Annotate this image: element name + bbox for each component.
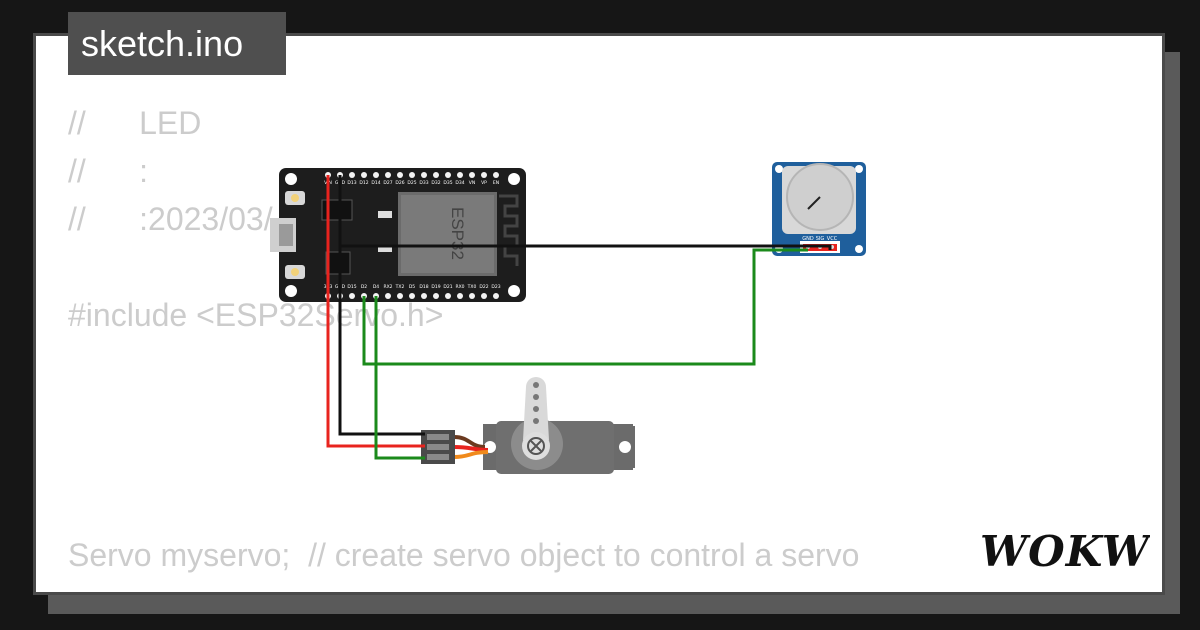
wire-black-servo [338,175,425,436]
servo-motor[interactable] [421,377,635,474]
bottom-pin[interactable] [421,293,427,299]
bottom-pin[interactable] [397,293,403,299]
bottom-pin[interactable] [409,293,415,299]
bottom-pin-label: D23 [491,284,500,290]
bottom-pin-label: TX0 [467,284,477,290]
bottom-pin[interactable] [493,293,499,299]
top-pin-label: D32 [431,180,440,186]
top-pin-label: EN [493,180,499,186]
top-pin[interactable] [481,172,487,178]
pot-pin-vcc: VCC [827,236,838,242]
top-pin[interactable] [349,172,355,178]
bottom-pin[interactable] [433,293,439,299]
bottom-pin-label: D15 [347,284,356,290]
bottom-pin-label: D19 [431,284,440,290]
bottom-pin-label: D18 [419,284,428,290]
code-line-2: // : [68,153,149,189]
wire-red [326,175,425,448]
bottom-pin[interactable] [445,293,451,299]
code-line-5: Servo myservo; // create servo object to… [68,537,860,573]
top-pin[interactable] [457,172,463,178]
bottom-pin[interactable] [349,293,355,299]
top-pin-label: D12 [359,180,368,186]
bottom-pin-label: RX2 [383,284,392,290]
bottom-pin[interactable] [469,293,475,299]
code-line-3: // :2023/03/ [68,201,273,237]
top-pin[interactable] [493,172,499,178]
bottom-pin-label: D21 [443,284,452,290]
bottom-pin-label: TX2 [395,284,405,290]
wire-black-pot [340,244,832,250]
top-pin[interactable] [397,172,403,178]
wokwi-logo: WOKWi [980,527,1150,576]
bottom-pin-label: D5 [409,284,415,290]
wire-green-pot [362,248,808,366]
pot-pin-sig: SIG [816,236,825,242]
bottom-pin[interactable] [481,293,487,299]
top-pin-label: D33 [419,180,428,186]
wires [326,175,832,460]
top-pin[interactable] [385,172,391,178]
top-pin-label: D27 [383,180,392,186]
top-pin-label: VP [481,180,487,186]
top-pin-label: D25 [407,180,416,186]
pot-pin-gnd: GND [802,236,814,242]
preview-card [33,33,1165,595]
bottom-pin[interactable] [457,293,463,299]
bottom-pin-label: RX0 [455,284,464,290]
potentiometer[interactable]: GND SIG VCC [772,162,866,256]
top-pin[interactable] [445,172,451,178]
top-pin[interactable] [361,172,367,178]
esp32-chip-label: ESP32 [448,207,467,260]
top-pin-label: D14 [371,180,380,186]
top-pin[interactable] [373,172,379,178]
top-pin-label: D26 [395,180,404,186]
top-pin[interactable] [469,172,475,178]
bottom-pin[interactable] [385,293,391,299]
bottom-pin-label: D2 [361,284,367,290]
file-tab[interactable]: sketch.ino [68,12,286,75]
top-pin[interactable] [409,172,415,178]
top-pin-label: D34 [455,180,464,186]
top-pin-label: VN [469,180,475,186]
bottom-pin-label: D22 [479,284,488,290]
code-line-4: #include <ESP32Servo.h> [68,297,444,333]
top-pin[interactable] [433,172,439,178]
top-pin-label: D35 [443,180,452,186]
wire-green-servo [374,296,425,460]
bottom-pin-label: D4 [373,284,379,290]
top-pin[interactable] [421,172,427,178]
wokwi-logo-text: WOKWi [980,527,1150,576]
code-line-1: // LED [68,105,202,141]
top-pin-label: D13 [347,180,356,186]
